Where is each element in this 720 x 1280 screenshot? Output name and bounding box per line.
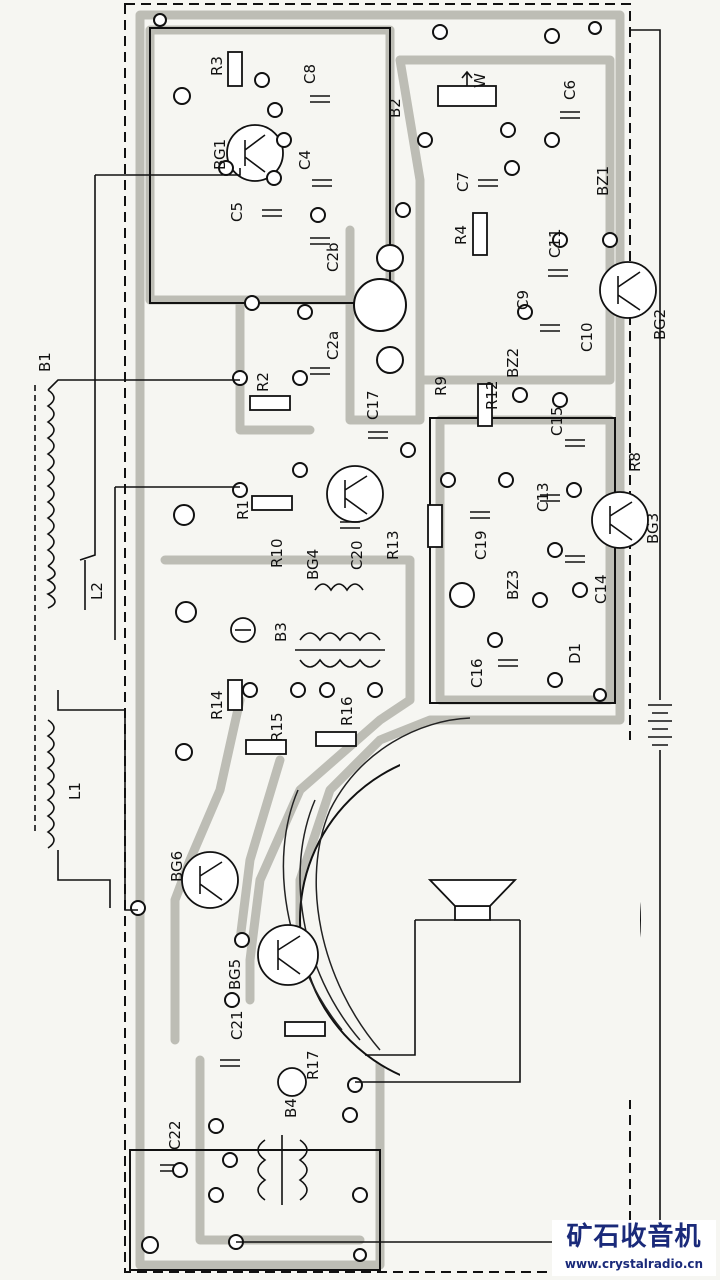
label-BZ3: BZ3 [504,570,522,600]
label-R10: R10 [268,538,286,568]
antenna-coil-assembly [34,379,85,849]
label-C17: C17 [364,390,382,420]
label-BZ1: BZ1 [594,166,612,196]
label-L2: L2 [88,582,106,600]
label-R16: R16 [338,696,356,726]
label-C21: C21 [228,1010,246,1040]
label-W: W [471,73,489,88]
label-C14: C14 [592,574,610,604]
label-BG5: BG5 [226,959,244,990]
label-C20: C20 [348,540,366,570]
label-R3: R3 [208,56,226,76]
label-C11: C11 [546,228,564,258]
label-C7: C7 [454,172,472,192]
label-R15: R15 [268,712,286,742]
label-C9: C9 [514,290,532,310]
label-R9: R9 [432,376,450,396]
label-C15: C15 [548,406,566,436]
label-BG2: BG2 [651,309,669,340]
label-C22: C22 [166,1120,184,1150]
battery-icon [648,704,672,746]
label-C8: C8 [301,64,319,84]
label-R12: R12 [483,380,501,410]
board-outline [124,3,631,1273]
label-R4: R4 [452,225,470,245]
capacitors [160,95,585,1172]
label-C16: C16 [468,658,486,688]
label-R14: R14 [208,690,226,720]
label-B3: B3 [272,622,290,642]
label-B1: B1 [36,352,54,372]
label-C5: C5 [228,202,246,222]
label-R2: R2 [254,372,272,392]
label-C19: C19 [472,530,490,560]
transistors [181,124,657,986]
site-watermark: 矿石收音机 www.crystalradio.cn [552,1220,716,1276]
label-R8: R8 [626,452,644,472]
label-BG4: BG4 [304,549,322,580]
label-BG6: BG6 [168,851,186,882]
label-C2a: C2a [324,331,342,360]
component-labels: R3 C8 B2 W C6 BG1 C4 C7 BZ1 R4 C11 C5 C2… [36,56,669,1150]
label-B4: B4 [282,1098,300,1118]
label-L1: L1 [66,782,84,800]
mounting-holes [141,13,607,1262]
board-transformers [230,583,385,1205]
solder-pads [130,24,618,1250]
label-R1: R1 [234,500,252,520]
label-R17: R17 [304,1050,322,1080]
speaker-icon [415,879,520,921]
watermark-url: www.crystalradio.cn [564,1257,704,1271]
label-C10: C10 [578,322,596,352]
label-R13: R13 [384,530,402,560]
label-D1: D1 [566,643,584,664]
label-BZ2: BZ2 [504,348,522,378]
resistors [227,51,497,1037]
label-C6: C6 [561,80,579,100]
label-BG3: BG3 [644,513,662,544]
label-C13: C13 [534,482,552,512]
label-C4: C4 [296,150,314,170]
label-C2b: C2b [324,242,342,272]
label-B2-top: B2 [386,98,404,118]
watermark-title: 矿石收音机 [566,1222,702,1252]
label-BG1: BG1 [211,139,229,170]
